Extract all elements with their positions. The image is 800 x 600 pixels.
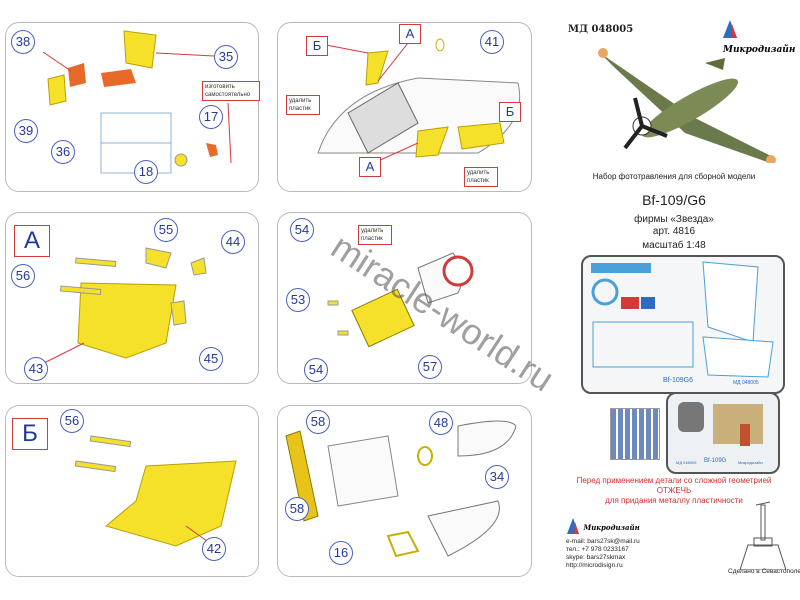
fret-code-label: МД 048005	[733, 380, 759, 386]
contact-logo: Микродизайн	[567, 518, 640, 539]
callout-17: 17	[199, 105, 223, 129]
fret-small-brand: Микродизайн	[738, 460, 763, 465]
contact-brand: Микродизайн	[583, 523, 640, 532]
brand-logo: Микродизайн	[723, 20, 800, 61]
step-panel-2: Б А 41 Б А удалить пластик удалить пласт…	[277, 22, 532, 192]
step-panel-1: 38 35 39 36 17 18 изготовить самостоятел…	[5, 22, 260, 192]
kit-maker: фирмы «Звезда»	[634, 214, 714, 225]
step-panel-3: А 55 44 56 43 45	[5, 212, 259, 384]
aircraft-image	[598, 48, 776, 163]
note-make-self: изготовить самостоятельно	[202, 81, 260, 101]
brand-logo-icon	[723, 20, 737, 38]
step-5-drawing	[74, 435, 237, 547]
callout-44: 44	[221, 230, 245, 254]
note-remove-plastic-2: удалить пластик	[464, 167, 498, 187]
step-1-drawing	[42, 30, 232, 174]
fret-parts-drawing	[591, 261, 774, 378]
step-panel-4: 54 53 54 57 удалить пластик	[277, 212, 532, 384]
label-b-top: Б	[306, 36, 328, 56]
callout-54-top: 54	[290, 218, 314, 242]
fret-small-grid	[610, 408, 660, 460]
callout-34: 34	[485, 465, 509, 489]
kit-subtitle: Набор фототравления для сборной модели	[592, 172, 756, 181]
callout-55: 55	[154, 218, 178, 242]
callout-56: 56	[11, 264, 35, 288]
callout-58-top: 58	[306, 410, 330, 434]
callout-54-bottom: 54	[304, 358, 328, 382]
contact-phone: тел.: +7 978 0233167	[566, 546, 629, 553]
contact-info: e-mail: bars27sk@mail.ru тел.: +7 978 02…	[566, 538, 640, 570]
fret-secondary: МД 048005 Bf-109G Микродизайн	[666, 392, 780, 474]
callout-16: 16	[329, 541, 353, 565]
label-b-bottom: Б	[499, 102, 521, 122]
callout-56: 56	[60, 409, 84, 433]
made-in-label: Сделано в Севастополе	[728, 568, 800, 575]
label-a-bottom: А	[359, 157, 381, 177]
step-2-drawing	[317, 38, 521, 162]
fret-main: Bf-109G6 МД 048005	[581, 255, 785, 394]
callout-58-bottom: 58	[285, 497, 309, 521]
label-a-top: А	[399, 24, 421, 44]
brand-logo-icon-small	[567, 518, 579, 534]
label-b-section: Б	[12, 418, 48, 450]
callout-39: 39	[14, 119, 38, 143]
product-code: МД 048005	[568, 24, 634, 35]
step-6-drawing	[285, 420, 517, 558]
fret-model-label: Bf-109G6	[663, 377, 693, 384]
kit-article: арт. 4816	[652, 226, 696, 237]
fret-small-code: МД 048005	[676, 460, 697, 465]
callout-42: 42	[202, 537, 226, 561]
step-panel-5: Б 56 42	[5, 405, 259, 577]
step-panel-6: 58 48 34 58 16	[277, 405, 532, 577]
sevastopol-monument-icon	[739, 501, 787, 570]
step-3-drawing	[43, 247, 207, 364]
step-4-drawing	[327, 252, 474, 348]
brand-name: Микродизайн	[723, 45, 796, 55]
warning-line-3: для придания металлу пластичности	[605, 496, 743, 505]
warning-line-2: ОТЖЕЧЬ	[656, 486, 692, 495]
fret-small-model: Bf-109G	[704, 458, 727, 464]
kit-scale: масштаб 1:48	[642, 240, 706, 251]
callout-36: 36	[51, 140, 75, 164]
callout-53: 53	[286, 288, 310, 312]
contact-skype: skype: bars27skmax	[566, 554, 626, 561]
fret-secondary-drawing	[678, 402, 763, 446]
callout-57: 57	[418, 355, 442, 379]
contact-web[interactable]: http://microdisign.ru	[566, 562, 623, 569]
callout-38: 38	[11, 30, 35, 54]
model-title: Bf-109/G6	[642, 192, 706, 208]
callout-45: 45	[199, 347, 223, 371]
contact-email: e-mail: bars27sk@mail.ru	[566, 538, 640, 545]
note-remove-plastic: удалить пластик	[286, 95, 320, 115]
note-remove-plastic-3: удалить пластик	[358, 225, 392, 245]
callout-48: 48	[429, 411, 453, 435]
callout-43: 43	[24, 357, 48, 381]
label-a-section: А	[14, 225, 50, 257]
callout-18: 18	[134, 160, 158, 184]
callout-41: 41	[480, 30, 504, 54]
callout-35: 35	[214, 45, 238, 69]
warning-line-1: Перед применением детали со сложной геом…	[576, 476, 772, 485]
